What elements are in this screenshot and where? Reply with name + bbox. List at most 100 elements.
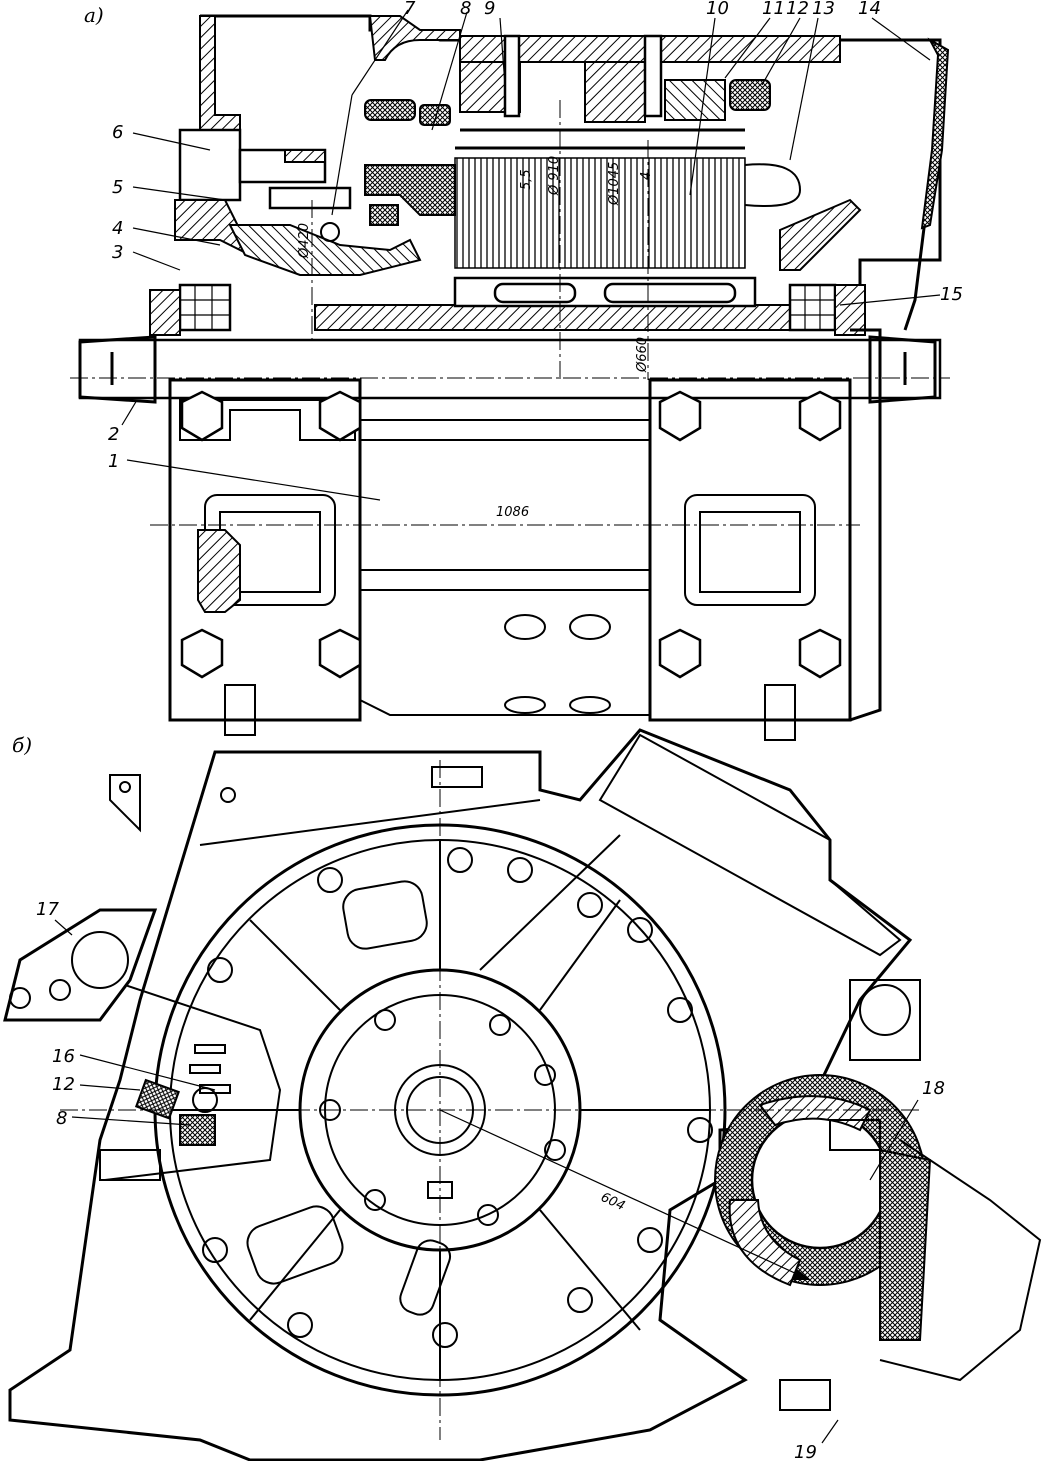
frame-edge <box>199 799 541 846</box>
cap-bolt <box>779 1379 831 1411</box>
commutator-insulation <box>369 204 399 226</box>
callout-3: 3 <box>112 242 123 263</box>
grounding-stud <box>220 787 236 803</box>
callout-7: 7 <box>404 0 416 19</box>
end-shield-bolts <box>192 847 713 1348</box>
fan-casing-liner <box>920 37 950 230</box>
suspension-hole-right <box>859 984 911 1036</box>
brush-holder-bolt <box>99 1149 161 1181</box>
dim-d420: Ø420 <box>297 223 312 259</box>
oil-pipe <box>224 684 256 736</box>
oil-holes <box>504 614 611 714</box>
view-a-section: Ø420 5,5 Ø 910 Ø1045 4 Ø660 1086 а) 1 2 … <box>70 0 963 741</box>
callout-19: 19 <box>794 1442 817 1461</box>
suspension-nose-17 <box>3 908 158 1022</box>
motor-frame-outline <box>8 728 913 1461</box>
hex-bolt <box>798 390 842 442</box>
bolt-hole <box>49 979 71 1001</box>
brush-12 <box>134 1078 180 1120</box>
oil-box <box>879 1139 1042 1382</box>
axle-bore <box>750 1110 890 1250</box>
main-pole-bolt-block <box>584 61 646 123</box>
callout-8: 8 <box>460 0 471 19</box>
nameplate <box>431 766 483 788</box>
callout-12-b: 12 <box>52 1074 75 1095</box>
bearing-rollers <box>790 285 835 330</box>
bottom-frame-edge <box>359 699 650 716</box>
dim-d1045: Ø1045 <box>607 162 622 206</box>
dimension-line-604 <box>439 1109 811 1281</box>
shaft-end-left <box>78 335 157 404</box>
callout-16: 16 <box>52 1046 75 1067</box>
armature-core-10 <box>454 157 746 269</box>
brush-holder-6 <box>178 128 242 202</box>
inspection-window <box>342 880 428 950</box>
dimension-arrow <box>792 1268 810 1280</box>
suspension-lug <box>849 979 921 1061</box>
field-coil-8 <box>419 104 451 126</box>
inspection-window <box>399 1239 452 1316</box>
callouts-view-a: 1 2 3 4 5 6 7 8 9 10 11 12 13 <box>108 0 963 501</box>
callout-4: 4 <box>112 218 123 239</box>
bearing-cap-left <box>149 289 181 336</box>
oil-wick-pad <box>879 1148 932 1341</box>
center-mark <box>320 222 340 242</box>
bearing-15 <box>788 283 837 332</box>
callout-14: 14 <box>858 0 881 19</box>
bearing-rollers <box>180 285 230 330</box>
hex-bolt <box>318 628 362 679</box>
bracket-hole <box>119 781 131 793</box>
dim-gap-5-5: 5,5 <box>519 169 534 190</box>
pole-bolt <box>503 34 521 118</box>
dim-gap-4: 4 <box>639 172 654 180</box>
dim-length-1086: 1086 <box>496 505 529 520</box>
callout-9: 9 <box>484 0 495 19</box>
view-label-a: а) <box>84 3 104 27</box>
callout-5: 5 <box>112 177 123 198</box>
callout-2: 2 <box>108 424 119 445</box>
bearing-cap-right <box>834 284 866 336</box>
axle-bearing-right <box>648 378 852 741</box>
callout-17: 17 <box>36 899 59 920</box>
oil-wick <box>197 529 241 613</box>
bearing-liner <box>728 1199 802 1287</box>
spring <box>199 1084 231 1094</box>
frame-right-edge <box>849 328 882 722</box>
armature-winding-end <box>744 163 802 207</box>
axle-cap-tube <box>360 419 650 591</box>
dim-d910: Ø 910 <box>547 156 562 196</box>
view-label-b: б) <box>12 733 32 757</box>
frame-flange-top <box>368 15 461 61</box>
armature-hub <box>314 304 861 331</box>
callout-11: 11 <box>762 0 785 19</box>
suspension-hole <box>71 931 129 989</box>
hex-bolt <box>180 390 224 442</box>
fan-13 <box>779 198 862 271</box>
callout-1: 1 <box>108 451 119 472</box>
bracket <box>109 774 141 833</box>
callout-15: 15 <box>940 284 963 305</box>
cover-rod <box>479 834 621 971</box>
hex-bolt <box>658 390 702 442</box>
shaft-end-right <box>868 335 937 404</box>
brush <box>268 186 352 210</box>
view-b-end-view: б) <box>3 728 1042 1461</box>
oil-pipe <box>764 684 796 741</box>
hex-bolt <box>318 390 362 442</box>
main-pole-core <box>664 79 726 121</box>
callout-12: 12 <box>786 0 809 19</box>
field-coil-8 <box>364 99 416 121</box>
axle-bearing-left-1 <box>168 378 362 736</box>
callout-8-b: 8 <box>56 1108 67 1129</box>
brush-holder-bracket <box>104 984 282 1181</box>
callout-6: 6 <box>112 122 123 143</box>
pole-bolt <box>643 34 663 118</box>
callout-10: 10 <box>706 0 729 19</box>
cap-bolt <box>829 1119 881 1151</box>
hex-bolt <box>658 628 702 679</box>
hex-bolt <box>180 628 224 679</box>
callout-13: 13 <box>812 0 835 19</box>
field-coil-12 <box>729 79 771 111</box>
end-shield-left <box>199 15 241 141</box>
